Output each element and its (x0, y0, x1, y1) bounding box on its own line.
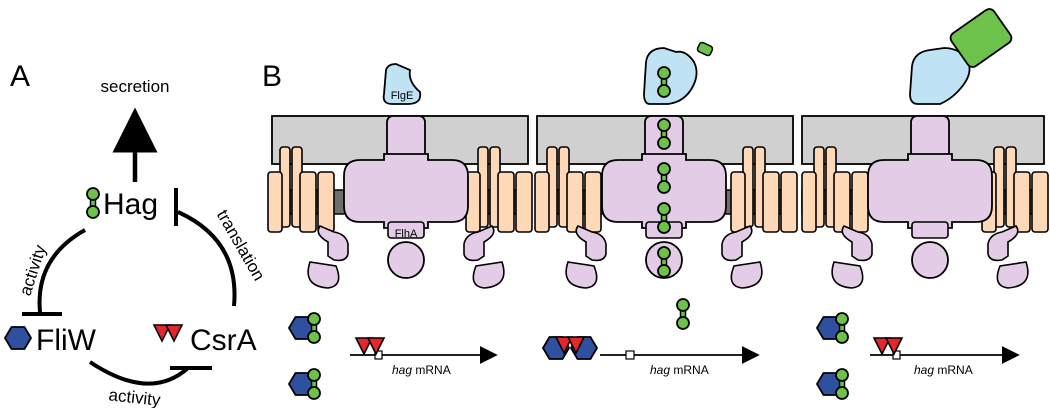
panel-b-label: B (262, 60, 282, 93)
fliw-label: FliW (36, 324, 97, 357)
hag-monomer-icon (86, 187, 100, 219)
activity-arc-left (37, 228, 86, 313)
flge-cap (382, 63, 422, 105)
flge-hook (909, 47, 971, 105)
hag-label: Hag (103, 188, 158, 221)
filament-icon (949, 8, 1013, 68)
rbs-box (625, 350, 635, 360)
fliw-icon (4, 326, 32, 350)
rbs-box (374, 350, 383, 360)
panel-a: A secretion Hag activity translation act… (4, 60, 269, 408)
subpanel-2: hag mRNA (534, 41, 798, 377)
activity-arc-bottom (88, 360, 190, 386)
hag-icon (676, 298, 690, 330)
csra-label: CsrA (190, 324, 257, 357)
panel-a-label: A (10, 60, 30, 93)
rbs-box (892, 350, 901, 360)
flge-label: FlgE (391, 90, 414, 102)
subpanel-1: FlhA FlgE hag mRNA (267, 63, 533, 400)
filament-cap-icon (696, 41, 714, 57)
secretion-label: secretion (101, 77, 170, 96)
flge-hook (643, 47, 698, 105)
activity-label-bottom: activity (108, 385, 162, 408)
subpanel-3: hag mRNA (801, 8, 1049, 400)
translation-arc (177, 210, 237, 307)
flha-label: FlhA (395, 228, 418, 240)
mrna-label-2: hag mRNA (650, 363, 709, 377)
mrna-label-3: hag mRNA (914, 363, 973, 377)
csra-icon (153, 324, 183, 342)
mrna-label-1: hag mRNA (392, 363, 451, 377)
